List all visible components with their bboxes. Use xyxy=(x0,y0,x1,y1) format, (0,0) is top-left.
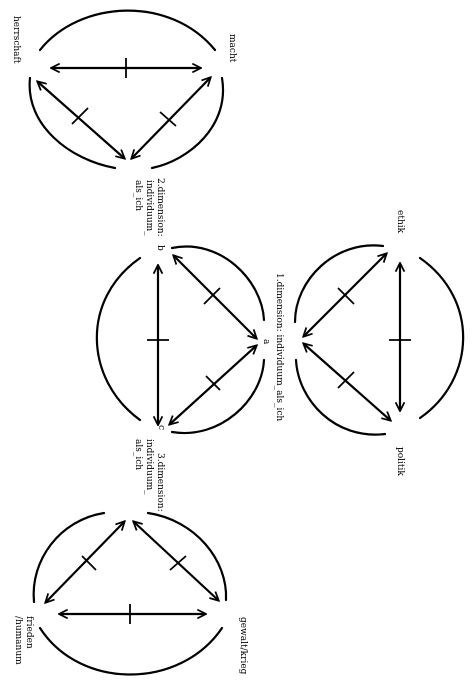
label-b: b xyxy=(155,245,165,251)
tick-3dim-gewalt xyxy=(169,555,187,571)
right-group: ethik 1.dimension: individuum_als_ich po… xyxy=(274,210,465,476)
edge-b-a xyxy=(174,256,256,338)
label-dim3-line2: individuum_ xyxy=(144,439,154,495)
right-arc-upper xyxy=(293,244,385,324)
mid-arc-left xyxy=(95,256,142,422)
right-arc-lower xyxy=(294,358,387,436)
middle-group: b a c xyxy=(95,245,271,435)
edge-herrschaft-b xyxy=(38,82,124,158)
tick-macht-b xyxy=(159,111,177,127)
label-dim3-line3: als_ich xyxy=(133,439,143,470)
label-frieden-line2: /humanum xyxy=(13,616,23,665)
right-arc-outer xyxy=(418,256,465,420)
edge-1dim-politik xyxy=(304,344,390,420)
bottom-arc-right xyxy=(146,511,228,602)
label-macht: macht xyxy=(227,34,237,63)
edge-3dim-frieden xyxy=(46,522,124,602)
label-herrschaft: herrschaft xyxy=(11,16,21,64)
label-politik: politik xyxy=(395,447,405,476)
label-frieden-line1: frieden xyxy=(24,616,34,649)
label-dim2-line3: als_ich xyxy=(133,180,143,211)
tick-3dim-frieden xyxy=(81,555,97,571)
label-gewalt: gewalt/krieg xyxy=(238,617,248,675)
bottom-arc-left xyxy=(32,511,106,604)
label-dim2-line1: 2.dimension: xyxy=(155,178,165,237)
edge-macht-b xyxy=(132,78,210,158)
label-ethik: ethik xyxy=(395,210,405,234)
label-dim3-line1: 3.dimension: xyxy=(155,453,165,512)
label-dim1: 1.dimension: individuum_als_ich xyxy=(274,273,284,421)
top-arc-upper xyxy=(38,9,217,52)
tick-herrschaft-b xyxy=(71,107,89,125)
top-arc-right xyxy=(150,76,225,170)
label-dim2-line2: individuum_ xyxy=(144,180,154,236)
tick-ethik-1dim xyxy=(337,287,355,305)
edge-3dim-gewalt xyxy=(134,522,218,600)
tick-a-c xyxy=(205,375,221,391)
tick-1dim-politik xyxy=(337,371,355,389)
top-group: herrschaft macht 2.dimension: individuum… xyxy=(11,9,237,237)
tick-b-a xyxy=(203,287,221,305)
edge-a-c xyxy=(170,346,256,424)
label-a: a xyxy=(261,339,271,345)
bottom-arc-lower xyxy=(38,626,224,676)
label-c: c xyxy=(156,425,166,430)
mid-arc-upper xyxy=(170,245,266,322)
mid-arc-lower xyxy=(170,358,266,435)
bottom-group: 3.dimension: individuum_ als_ich frieden… xyxy=(13,439,248,676)
